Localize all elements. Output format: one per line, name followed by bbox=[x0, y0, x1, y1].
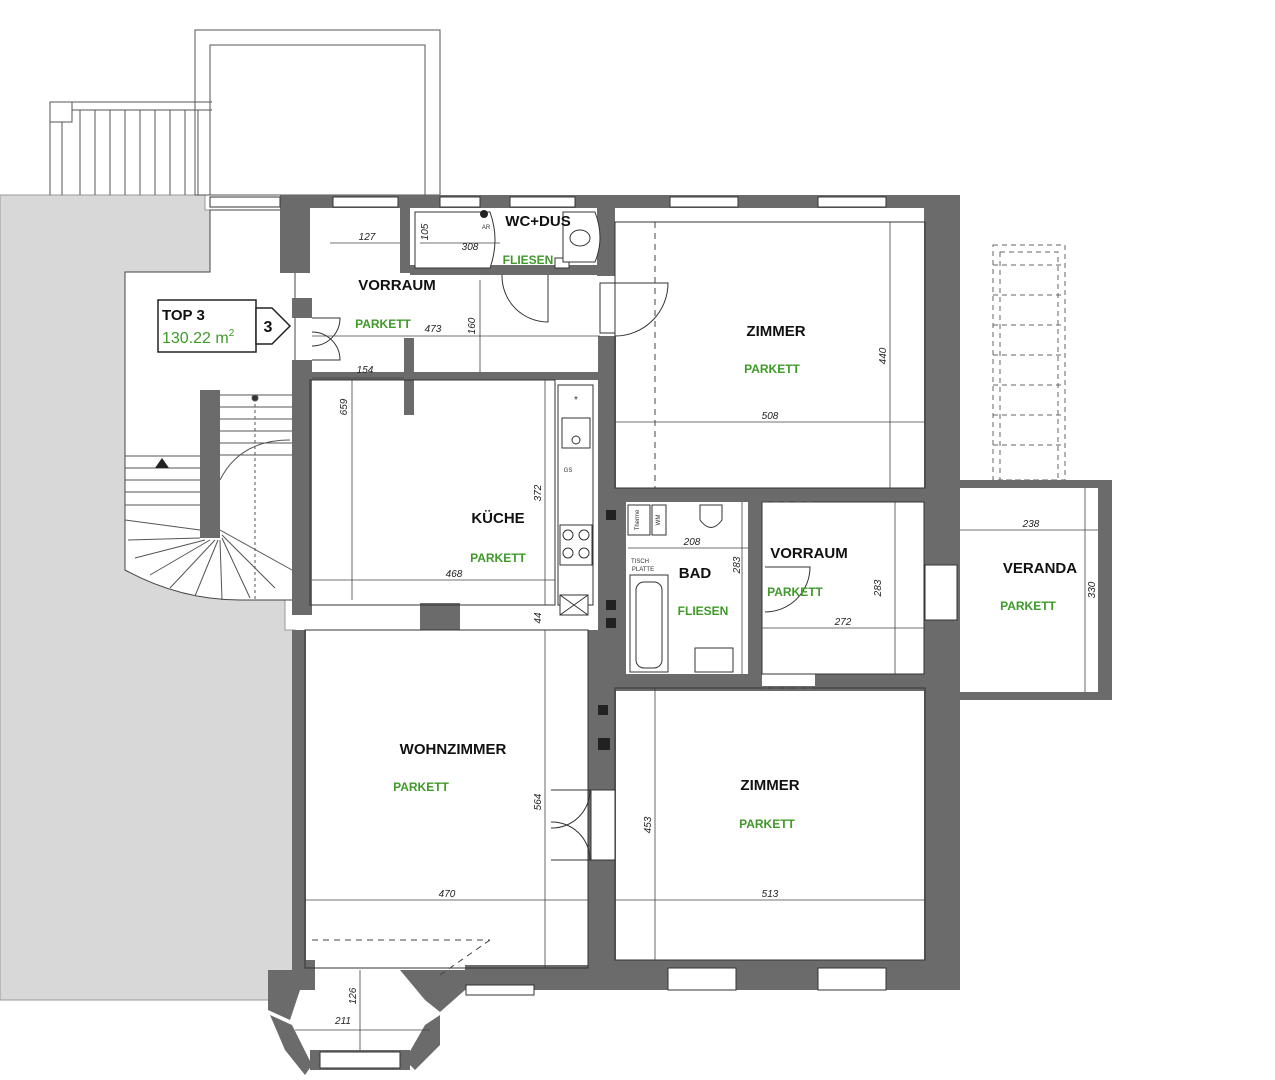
room-kueche: KÜCHE bbox=[471, 510, 524, 527]
unit-number: 3 bbox=[264, 319, 273, 336]
label-tischplatte-1: TISCH bbox=[631, 559, 649, 565]
dim-659: 659 bbox=[339, 398, 350, 415]
unit-title: TOP 3 bbox=[162, 307, 205, 324]
dim-160: 160 bbox=[467, 317, 478, 334]
unit-badge: TOP 3 130.22 m2 3 bbox=[157, 299, 292, 353]
label-ar: AR bbox=[482, 225, 491, 231]
staircase bbox=[124, 390, 293, 601]
dim-283-bad: 283 bbox=[732, 556, 743, 574]
room-labels: VORRAUM PARKETT WC+DUS FLIESEN ZIMMER PA… bbox=[355, 213, 1077, 831]
room-wc-dus: WC+DUS bbox=[505, 213, 570, 230]
dim-126: 126 bbox=[348, 987, 359, 1004]
dim-208: 208 bbox=[683, 537, 701, 548]
floor-vorraum-top: PARKETT bbox=[355, 317, 411, 331]
label-wm: WM bbox=[656, 515, 662, 526]
floor-veranda: PARKETT bbox=[1000, 599, 1056, 613]
dim-453: 453 bbox=[643, 816, 654, 833]
balcony-right-dashed bbox=[992, 244, 1066, 481]
dim-513: 513 bbox=[762, 889, 779, 900]
stove-icon bbox=[559, 524, 593, 566]
dimension-lines bbox=[295, 222, 1098, 1050]
dim-211: 211 bbox=[334, 1016, 351, 1027]
room-bad: BAD bbox=[679, 565, 712, 582]
svg-text:*: * bbox=[574, 395, 578, 406]
dim-308: 308 bbox=[462, 242, 479, 253]
dimension-labels: 127 105 308 160 473 154 659 440 508 372 … bbox=[334, 223, 1098, 1027]
floor-zimmer-top: PARKETT bbox=[744, 362, 800, 376]
washbasin-icon bbox=[694, 647, 734, 673]
room-vorraum-top: VORRAUM bbox=[358, 277, 436, 294]
floor-wc-dus: FLIESEN bbox=[503, 253, 554, 267]
dim-330: 330 bbox=[1087, 581, 1098, 598]
label-therme: Therme bbox=[635, 509, 641, 530]
unit-area: 130.22 m2 bbox=[162, 328, 235, 347]
dim-272: 272 bbox=[834, 617, 852, 628]
exterior-area bbox=[0, 29, 1066, 1001]
sink-icon bbox=[561, 417, 591, 449]
dim-44: 44 bbox=[533, 612, 544, 624]
windows bbox=[209, 196, 958, 1069]
room-veranda: VERANDA bbox=[1003, 560, 1077, 577]
dim-473: 473 bbox=[425, 324, 442, 335]
room-zimmer-bottom: ZIMMER bbox=[740, 777, 799, 794]
dim-238: 238 bbox=[1022, 519, 1040, 530]
dim-470: 470 bbox=[439, 889, 456, 900]
label-gs: GS bbox=[564, 468, 573, 474]
room-wohnzimmer: WOHNZIMMER bbox=[400, 741, 507, 758]
drain-icon bbox=[480, 210, 488, 218]
shower-icon bbox=[414, 211, 496, 269]
floor-vorraum-mid: PARKETT bbox=[767, 585, 823, 599]
balcony-top bbox=[49, 29, 441, 196]
floor-bad: FLIESEN bbox=[678, 604, 729, 618]
inner-lines bbox=[304, 221, 926, 976]
dim-127: 127 bbox=[359, 232, 376, 243]
floor-zimmer-bottom: PARKETT bbox=[739, 817, 795, 831]
dim-283-vorraum: 283 bbox=[873, 579, 884, 597]
fixtures: * bbox=[414, 210, 734, 750]
dim-154: 154 bbox=[357, 365, 374, 376]
dim-468: 468 bbox=[446, 569, 463, 580]
room-zimmer-top: ZIMMER bbox=[746, 323, 805, 340]
dim-105: 105 bbox=[420, 223, 431, 240]
dim-508: 508 bbox=[762, 411, 779, 422]
floor-kueche: PARKETT bbox=[470, 551, 526, 565]
label-tischplatte-2: PLATTE bbox=[632, 567, 654, 573]
floor-wohnzimmer: PARKETT bbox=[393, 780, 449, 794]
dim-564: 564 bbox=[533, 793, 544, 810]
dim-372: 372 bbox=[533, 484, 544, 501]
stair-arrow-icon bbox=[155, 458, 169, 468]
fixture-labels: AR Therme WM GS TISCH PLATTE bbox=[482, 225, 662, 573]
dim-440: 440 bbox=[878, 347, 889, 364]
room-vorraum-mid: VORRAUM bbox=[770, 545, 848, 562]
